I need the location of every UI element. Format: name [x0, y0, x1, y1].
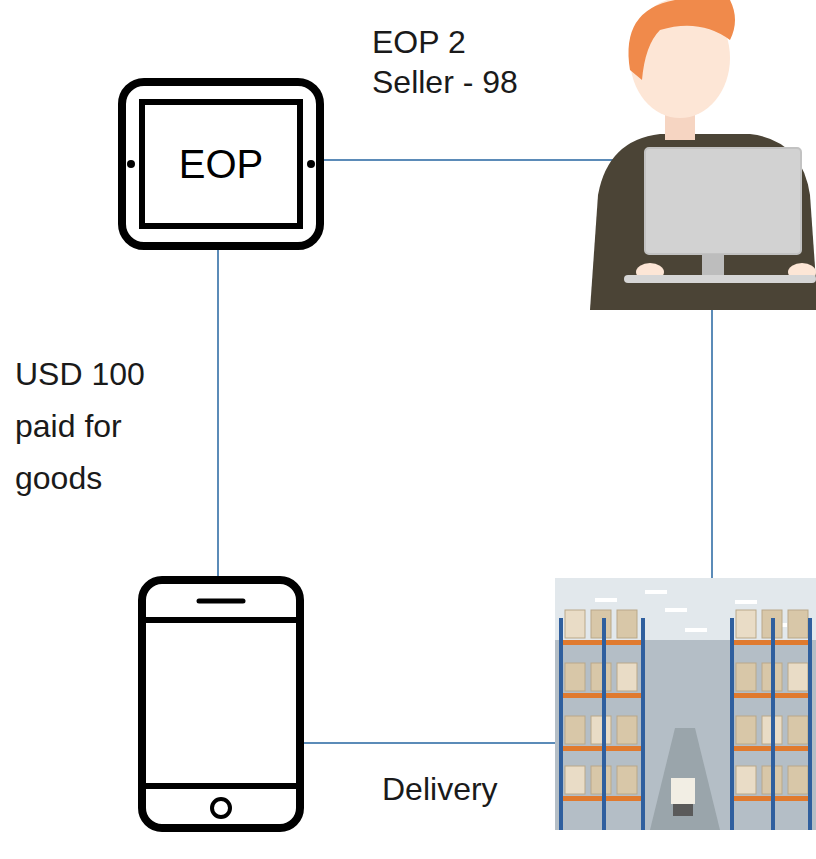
person-figure: [590, 0, 816, 310]
tablet-dot: [307, 160, 315, 168]
tablet-screen: [142, 102, 300, 226]
keyboard: [624, 275, 816, 283]
connector-line: [217, 250, 219, 576]
connector-line: [711, 310, 713, 578]
warehouse-photo: [555, 578, 816, 830]
phone-icon: [138, 576, 304, 832]
phone-screen-edge: [142, 617, 300, 623]
node-text-group: [138, 576, 304, 832]
person-at-computer-shape: [640, 0, 816, 310]
tablet-dot: [127, 160, 135, 168]
tablet-icon: EOP: [118, 78, 324, 250]
node-text-group: [555, 578, 816, 830]
monitor: [645, 148, 801, 254]
phone-speaker: [199, 599, 243, 604]
person-hair: [628, 0, 735, 80]
edge-label: EOP 2 Seller - 98: [372, 22, 544, 102]
phone-frame: [142, 580, 300, 828]
tablet-frame: [122, 82, 320, 246]
connector-line: [324, 159, 640, 161]
warehouse-photo-shape: [555, 578, 816, 830]
node-text-group: [640, 0, 816, 310]
node-label: EOP: [179, 142, 263, 186]
warehouse-picture: [555, 578, 816, 830]
person-body: [590, 134, 816, 310]
phone-screen-edge: [142, 783, 300, 789]
connector-line: [304, 742, 555, 744]
node-text-group: EOP: [118, 78, 324, 250]
edge-label: Delivery: [382, 770, 498, 808]
monitor-stand: [702, 254, 724, 276]
person-at-computer: [640, 0, 816, 310]
edge-label: USD 100 paid for goods: [15, 348, 157, 504]
phone-button: [212, 799, 230, 817]
phone-icon-shape: [138, 576, 304, 832]
